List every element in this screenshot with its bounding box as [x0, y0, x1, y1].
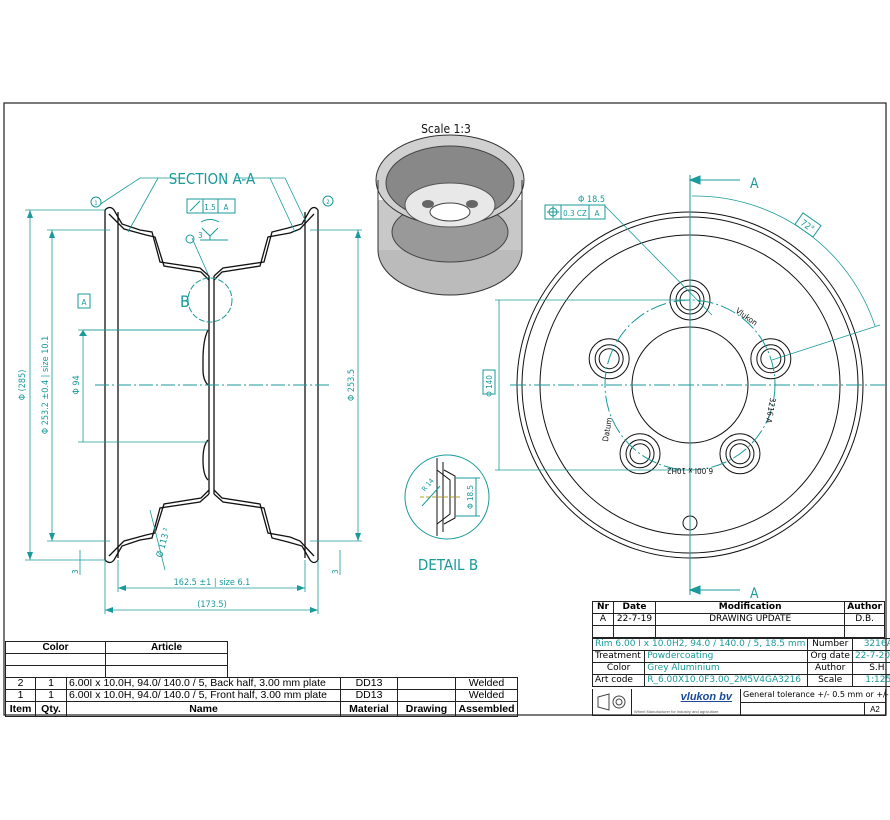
dim-pcd: Φ 140	[485, 375, 494, 397]
dim-diameter-94: Φ 94	[72, 375, 82, 394]
balloon-2	[322, 195, 334, 207]
treatment-label: Treatment	[591, 650, 646, 663]
stamp-number: 3216-A	[764, 397, 777, 424]
detail-diameter: Φ 18.5	[466, 485, 475, 509]
datum-box	[77, 293, 91, 309]
bolt-hole	[750, 338, 792, 380]
color-header: Color	[5, 641, 106, 654]
front-dimensions	[495, 195, 881, 471]
title-block-footer: vlukon bv Wheel Manufacturer for industr…	[592, 689, 890, 716]
company-name: vlukon bv	[680, 691, 732, 703]
position-tolerance-value: 0.3 CZ	[563, 209, 587, 218]
bolt-hole	[588, 338, 630, 380]
rev-header-date: Date	[613, 601, 656, 614]
dim-thickness-left: 3	[71, 569, 80, 574]
revision-row-empty	[592, 625, 885, 638]
stamp-datum: Datum	[601, 417, 614, 443]
rev-nr: A	[592, 613, 614, 626]
bolt-hole	[598, 348, 620, 370]
runout-value: 1.5	[204, 203, 215, 212]
general-tolerance: General tolerance +/- 0.5 mm or +/- 1°	[743, 690, 890, 699]
rev-date: 22-7-19	[613, 613, 656, 626]
company-logo: vlukon bv Wheel Manufacturer for industr…	[632, 689, 741, 715]
rev-header-author: Author	[844, 601, 885, 614]
balloon-1-label: 1	[94, 200, 97, 207]
detail-b-view	[404, 454, 490, 540]
weld-size: 3	[198, 231, 203, 240]
stamp-size: 6.00I x 10H2	[667, 466, 713, 475]
bolt-hole	[725, 439, 755, 469]
rim-3d-render	[375, 134, 525, 296]
treatment-value: Powdercoating	[644, 650, 809, 663]
color-label: Color	[591, 662, 646, 675]
author-value: S.H.	[851, 662, 890, 675]
artcode-value: R_6.00X10.0F3.00_2M5V4GA3216	[644, 674, 809, 687]
bolt-hole	[629, 443, 651, 465]
dim-diameter-253-2: Φ 253.2 ±0.4 | size 10.1	[41, 336, 51, 435]
bolt-hole	[760, 348, 782, 370]
position-datum: A	[595, 209, 600, 218]
detail-title: DETAIL B	[418, 556, 478, 574]
section-title: SECTION A-A	[169, 170, 256, 188]
angle-box: 72°	[794, 212, 822, 238]
bolt-hole	[719, 433, 761, 475]
detail-b-marker: B	[180, 292, 190, 311]
projection-symbol-icon	[593, 689, 632, 715]
artcode-label: Art code	[591, 674, 646, 687]
runout-datum: A	[224, 203, 229, 212]
rev-header-nr: Nr	[592, 601, 614, 614]
bolt-hole	[729, 443, 751, 465]
section-arrows	[27, 210, 361, 613]
rev-modification: DRAWING UPDATE	[654, 613, 846, 626]
color-value: Grey Aluminium	[644, 662, 809, 675]
drawing-number: 3216A	[851, 638, 890, 651]
section-marker-top: A	[750, 176, 759, 192]
stamp-brand: Vlukon	[734, 306, 759, 327]
article-header: Article	[105, 641, 228, 654]
scale-label-cell: Scale	[807, 674, 853, 687]
pcd-box	[482, 369, 496, 395]
author-label: Author	[807, 662, 853, 675]
title-block: Rim 6.00 I x 10.0H2, 94.0 / 140.0 / 5, 1…	[591, 638, 890, 687]
bolt-hole	[756, 344, 786, 374]
scale-label: Scale 1:3	[421, 122, 471, 136]
dim-diameter-253-5: Φ 253.5	[347, 369, 357, 401]
bolt-hole	[619, 433, 661, 475]
position-tolerance-frame: 0.3 CZ A	[544, 204, 606, 220]
rev-author: D.B.	[844, 613, 885, 626]
weld-symbol	[185, 219, 228, 244]
dim-width-173-5: (173.5)	[197, 600, 227, 610]
balloon-1	[90, 196, 102, 208]
dim-thickness-right: 3	[331, 569, 340, 574]
section-cut-arrows	[688, 175, 740, 595]
dim-hole-diameter: Φ 18.5	[578, 195, 605, 205]
dim-width-162-5: 162.5 ±1 | size 6.1	[174, 578, 251, 588]
bolt-hole	[625, 439, 655, 469]
rim-description: Rim 6.00 I x 10.0H2, 94.0 / 140.0 / 5, 1…	[591, 638, 809, 651]
orgdate-value: 22-7-2019	[851, 650, 890, 663]
section-dimensions	[25, 177, 362, 614]
number-label: Number	[807, 638, 853, 651]
company-tagline: Wheel Manufacturer for industry and agri…	[634, 709, 719, 714]
rev-header-modification: Modification	[654, 601, 846, 614]
dim-diameter-285: Φ (285)	[18, 370, 28, 401]
detail-b-marker-circle	[187, 277, 233, 323]
balloon-2-label: 2	[326, 199, 329, 206]
orgdate-label: Org date	[807, 650, 853, 663]
bolt-hole	[594, 344, 624, 374]
sheet-size-cell: A2	[864, 702, 885, 716]
dim-diameter-113: Ø 113 ²	[154, 527, 172, 559]
runout-tolerance-frame: 1.5 A	[186, 198, 236, 214]
datum-label: A	[82, 298, 87, 307]
section-marker-bottom: A	[750, 586, 759, 602]
scale-value: 1:125	[851, 674, 890, 687]
